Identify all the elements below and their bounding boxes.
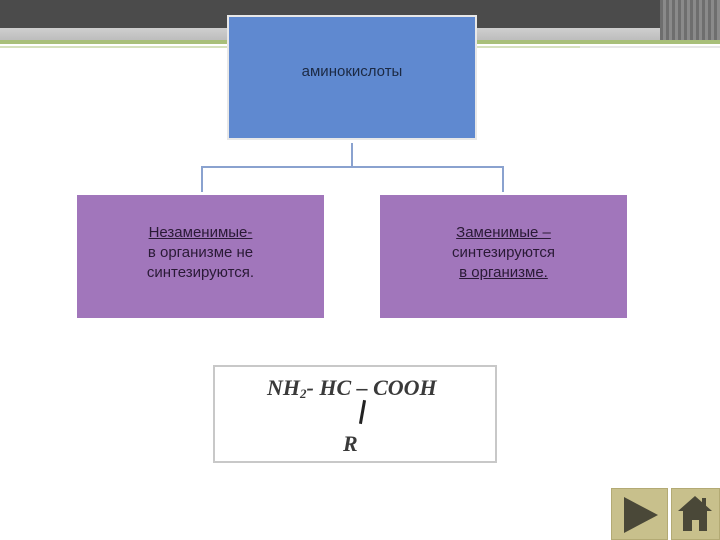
connector-horizontal <box>201 166 504 168</box>
child-node-essential: Незаменимые- в организме не синтезируютс… <box>77 195 324 318</box>
formula-bond-line <box>358 399 367 425</box>
formula-prefix: NH <box>267 375 300 400</box>
child-node-line: Заменимые – <box>456 224 551 241</box>
next-slide-button[interactable] <box>611 488 668 540</box>
root-node-label: аминокислоты <box>301 63 403 80</box>
formula-box: NH2- HC – COOH R <box>213 365 497 463</box>
connector-vertical-right <box>502 166 504 192</box>
root-node: аминокислоты <box>227 15 477 140</box>
connector-vertical-left <box>201 166 203 192</box>
formula-substituent: R <box>343 431 358 456</box>
header-stripes <box>660 0 720 40</box>
child-node-line: в организме не <box>147 244 254 261</box>
formula-main: NH2- HC – COOH <box>267 375 437 401</box>
play-icon <box>624 497 658 533</box>
formula-subscript: 2 <box>300 386 307 401</box>
child-node-line: синтезируются <box>451 244 556 261</box>
home-button[interactable] <box>671 488 720 540</box>
home-icon <box>678 496 712 531</box>
child-node-nonessential: Заменимые – синтезируются в организме. <box>380 195 627 318</box>
child-node-line: синтезируются. <box>146 264 255 281</box>
connector-vertical-root <box>351 143 353 167</box>
child-node-line: Незаменимые- <box>148 224 253 241</box>
formula-suffix: - HC – COOH <box>306 375 437 400</box>
header-accent-line-right <box>580 46 720 48</box>
child-node-line: в организме. <box>459 264 548 281</box>
